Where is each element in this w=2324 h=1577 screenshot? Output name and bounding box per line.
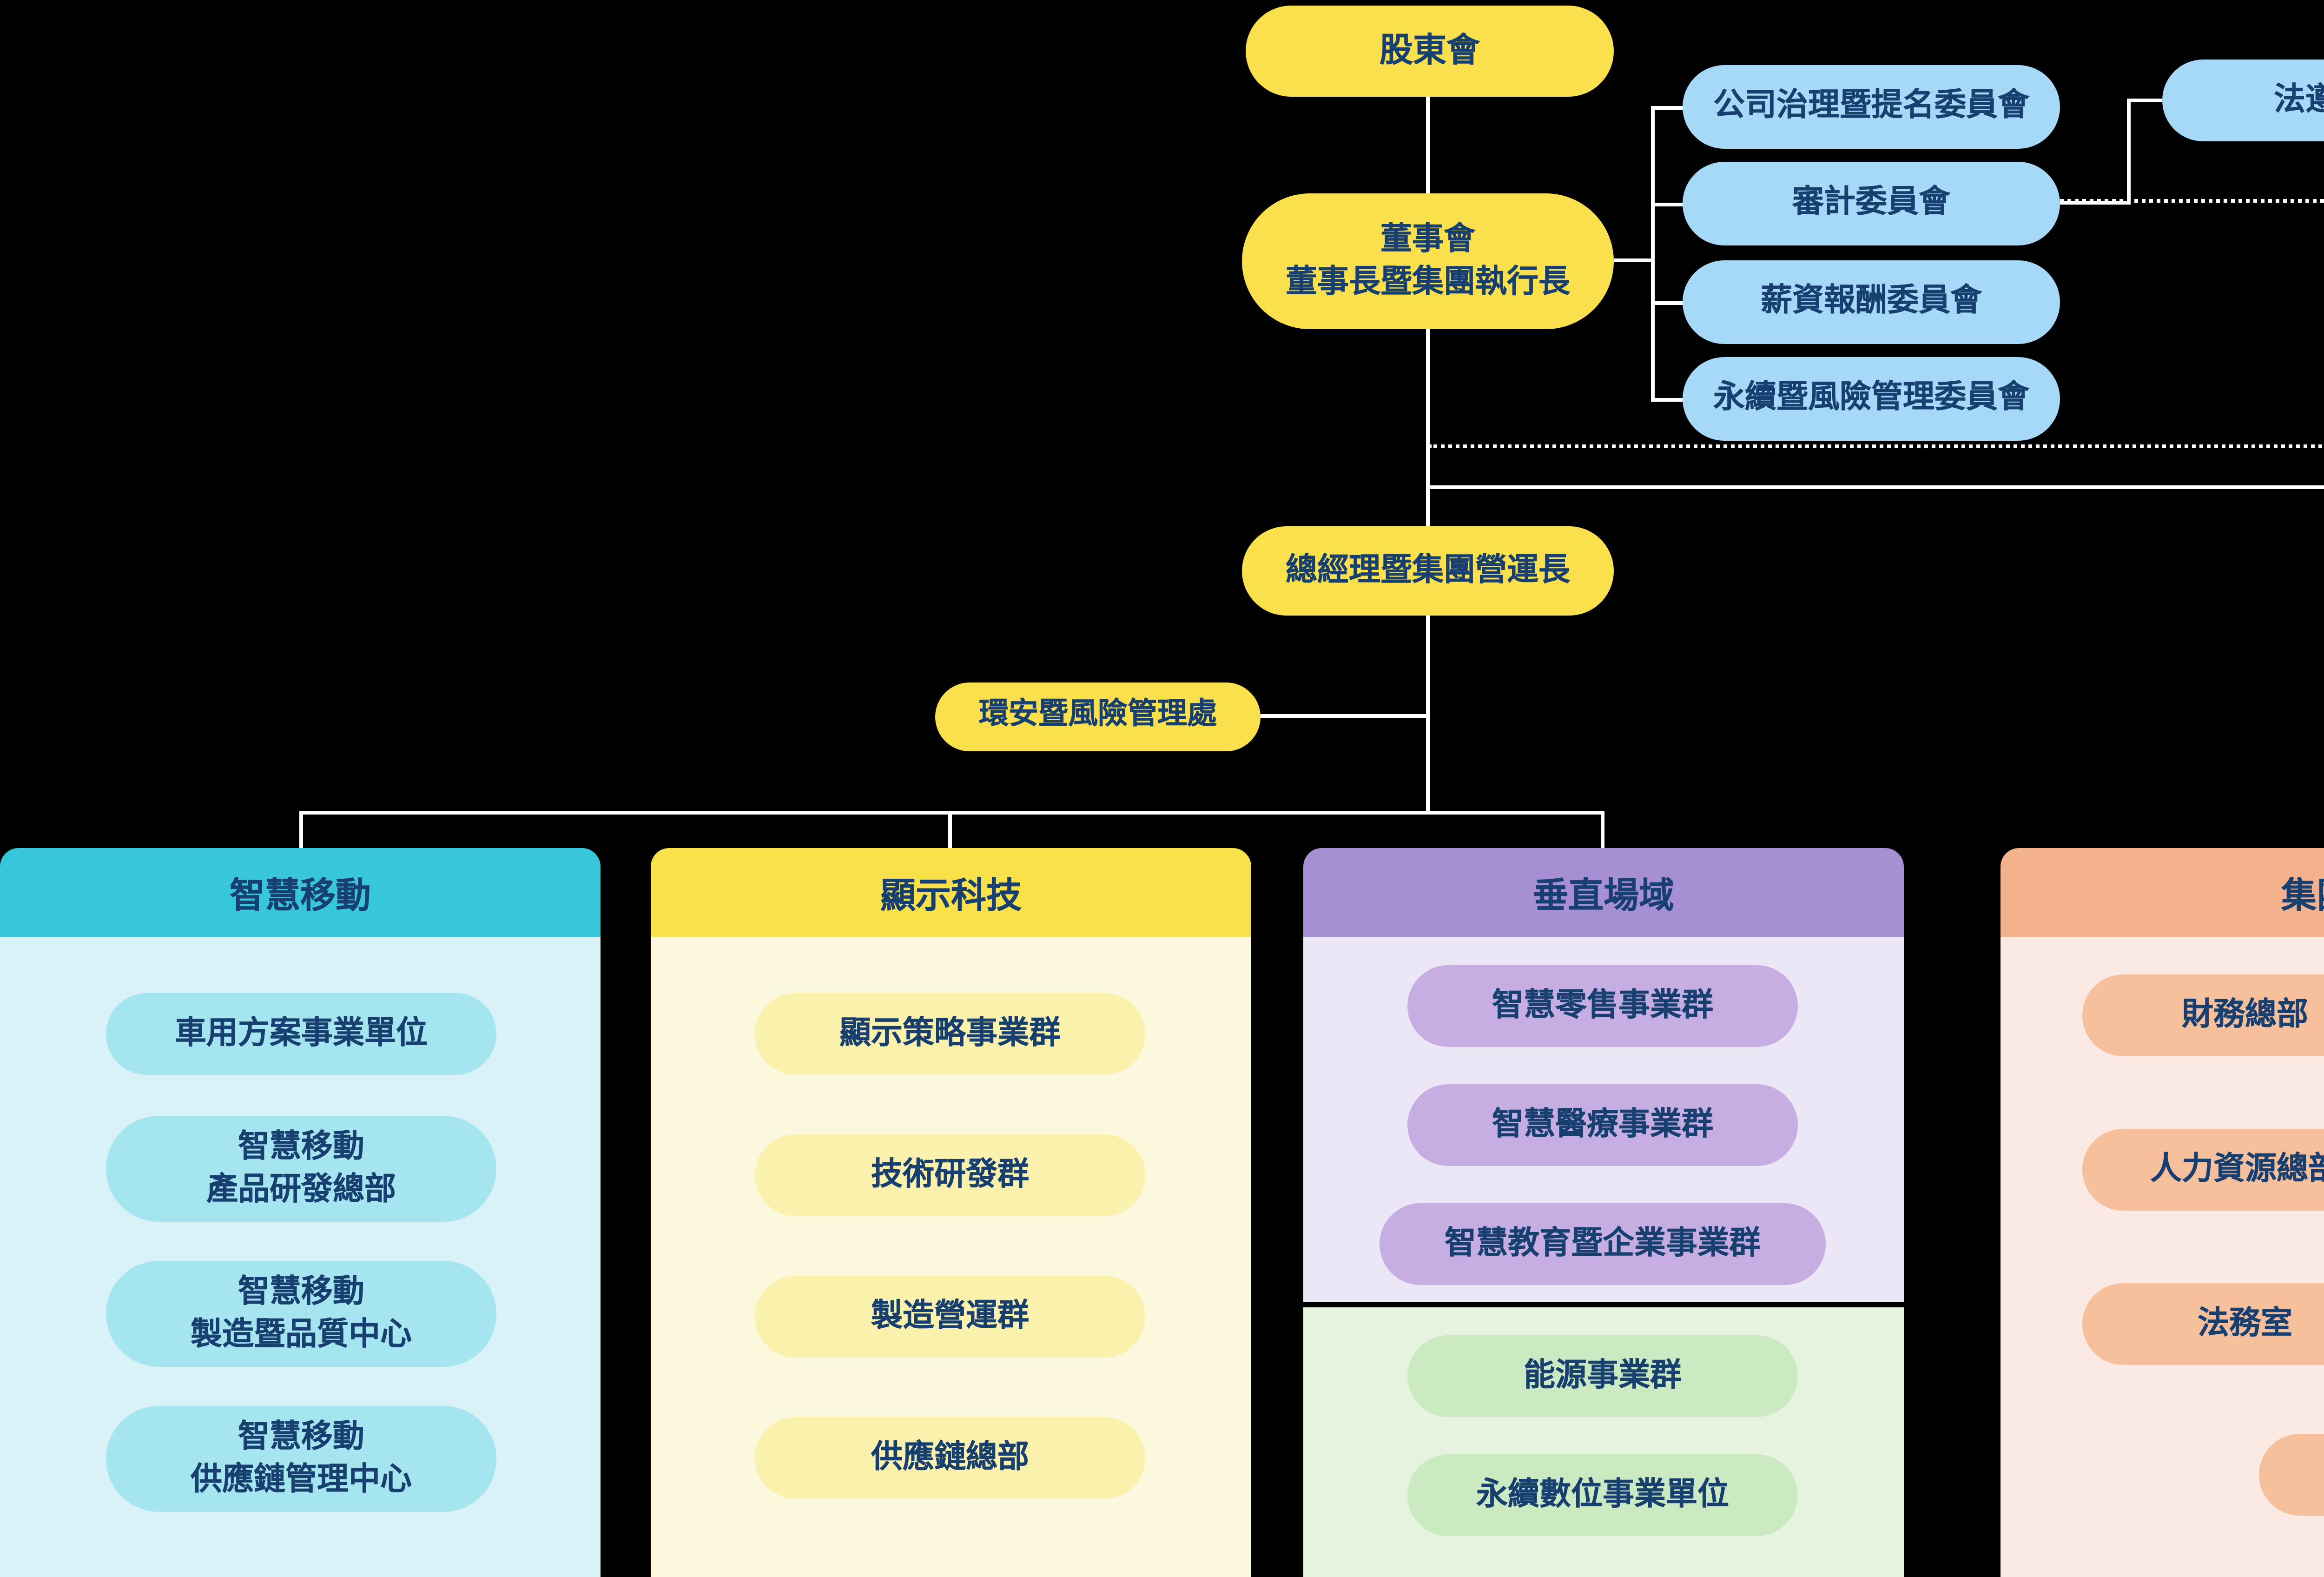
unit-audit-management-office: 稽核管理處 xyxy=(2259,1434,2324,1516)
connector-audit-compliance xyxy=(2060,201,2131,205)
connector-line xyxy=(1651,203,1684,206)
unit-supply-chain-hq: 供應鏈總部 xyxy=(755,1417,1145,1499)
connector-support-horizontal xyxy=(1428,485,2324,489)
unit-sm-manufacturing-quality: 智慧移動 製造暨品質中心 xyxy=(106,1261,496,1367)
unit-smart-retail: 智慧零售事業群 xyxy=(1407,965,1798,1047)
connector-line xyxy=(1651,301,1684,305)
connector-shareholders-board xyxy=(1426,97,1430,195)
unit-sustainable-digital: 永續數位事業單位 xyxy=(1407,1454,1798,1536)
committee-sustainability-risk: 永續暨風險管理委員會 xyxy=(1683,357,2060,441)
box-coo: 總經理暨集團營運長 xyxy=(1242,526,1614,616)
connector-coo-groups xyxy=(1426,616,1430,815)
committee-audit: 審計委員會 xyxy=(1683,162,2060,245)
dotted-connector-compliance xyxy=(1428,444,2324,448)
box-board: 董事會 董事長暨集團執行長 xyxy=(1242,193,1614,329)
committee-governance-nomination: 公司治理暨提名委員會 xyxy=(1683,65,2060,149)
unit-sm-product-rd: 智慧移動 產品研發總部 xyxy=(106,1116,496,1222)
group-header-smart-mobility: 智慧移動 xyxy=(0,848,601,937)
connector-board-coo xyxy=(1426,329,1430,526)
box-compliance-counsel: 法遵總顧問 xyxy=(2162,60,2324,141)
group-header-support-units: 集團營運支援單位 xyxy=(2000,848,2324,937)
connector-drop-vertical xyxy=(1601,811,1604,848)
connector-board-committees xyxy=(1614,258,1653,262)
unit-tech-rd: 技術研發群 xyxy=(755,1134,1145,1216)
connector-drop-mobility xyxy=(299,811,303,848)
connector-audit-compliance xyxy=(2127,99,2131,205)
unit-sm-supply-chain: 智慧移動 供應鏈管理中心 xyxy=(106,1406,496,1512)
connector-ehs xyxy=(1261,714,1426,718)
unit-smart-medical: 智慧醫療事業群 xyxy=(1407,1084,1798,1166)
unit-smart-education-enterprise: 智慧教育暨企業事業群 xyxy=(1380,1203,1826,1285)
unit-hr-hq: 人力資源總部 xyxy=(2082,1129,2324,1211)
dotted-connector-audit xyxy=(2060,199,2324,203)
unit-display-strategy: 顯示策略事業群 xyxy=(755,993,1145,1075)
connector-drop-display xyxy=(948,811,952,848)
connector-line xyxy=(1651,398,1684,402)
box-shareholders: 股東會 xyxy=(1246,6,1614,97)
connector-committee-bracket xyxy=(1651,106,1655,402)
unit-energy: 能源事業群 xyxy=(1407,1335,1798,1417)
unit-finance-hq: 財務總部 xyxy=(2082,974,2324,1056)
connector-audit-compliance xyxy=(2127,99,2162,102)
unit-automotive-solutions: 車用方案事業單位 xyxy=(106,993,496,1075)
connector-line xyxy=(1651,106,1684,110)
unit-manufacturing-ops: 製造營運群 xyxy=(755,1276,1145,1358)
group-header-display-tech: 顯示科技 xyxy=(651,848,1251,937)
box-ehs-office: 環安暨風險管理處 xyxy=(935,682,1261,751)
unit-legal-office: 法務室 xyxy=(2082,1283,2324,1365)
committee-compensation: 薪資報酬委員會 xyxy=(1683,260,2060,344)
connector-distribution xyxy=(299,811,1604,815)
group-header-vertical-domains: 垂直場域 xyxy=(1303,848,1904,937)
